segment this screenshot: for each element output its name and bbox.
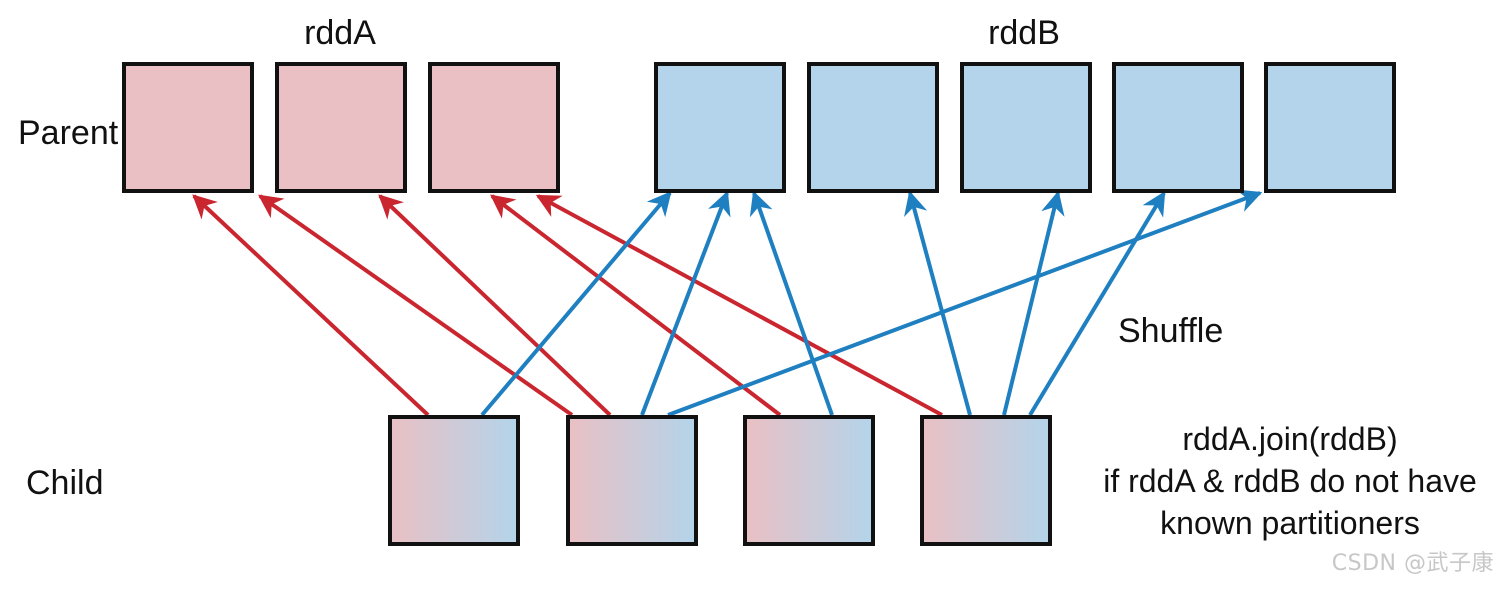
rdd-a-label: rddA xyxy=(304,14,376,52)
arrow-child1-to-b1 xyxy=(480,191,672,417)
shuffle-label: Shuffle xyxy=(1118,312,1223,350)
arrow-child4-to-b3b xyxy=(1002,190,1065,416)
child-partition xyxy=(388,415,520,546)
arrow-child4-to-b4 xyxy=(1028,190,1166,417)
child-partition xyxy=(566,415,698,546)
rdd-a-partitions xyxy=(122,62,560,193)
child-partition xyxy=(743,415,875,546)
arrow-child2-to-b1 xyxy=(640,190,731,416)
rdd-b-partition xyxy=(960,62,1092,193)
rdd-b-label: rddB xyxy=(988,14,1060,52)
arrow-child2-to-a2 xyxy=(258,194,574,417)
rdd-b-partition xyxy=(1112,62,1244,193)
caption-line-1: rddA.join(rddB) xyxy=(1182,421,1397,457)
rdd-b-dependency-arrows xyxy=(480,189,1263,417)
arrow-child2-to-a3 xyxy=(378,194,612,417)
child-row-label: Child xyxy=(26,464,103,502)
rdd-b-partition xyxy=(1264,62,1396,193)
arrow-child3-to-b1 xyxy=(749,190,834,416)
rdd-b-partition xyxy=(654,62,786,193)
rdd-a-partition xyxy=(275,62,407,193)
arrow-child4-to-b3 xyxy=(904,190,972,416)
arrow-child3-to-a3 xyxy=(490,194,782,417)
arrow-child2-to-b5 xyxy=(667,189,1263,417)
rdd-b-partition xyxy=(807,62,939,193)
child-partitions xyxy=(388,415,1052,546)
rdd-a-partition xyxy=(122,62,254,193)
caption-line-3: known partitioners xyxy=(1160,505,1420,541)
csdn-watermark: CSDN @武子康 xyxy=(1331,551,1494,576)
caption-line-2: if rddA & rddB do not have xyxy=(1103,463,1477,499)
rdd-b-partitions xyxy=(654,62,1396,193)
arrow-child4-to-a3 xyxy=(535,194,943,417)
rdd-a-dependency-arrows xyxy=(192,194,943,417)
arrow-child1-to-a1 xyxy=(192,194,430,417)
rdd-a-partition xyxy=(428,62,560,193)
child-partition xyxy=(920,415,1052,546)
parent-row-label: Parent xyxy=(18,114,119,152)
